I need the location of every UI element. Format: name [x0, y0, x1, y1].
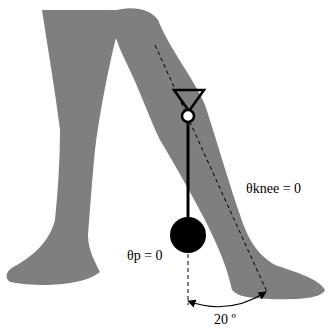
shank-axis [155, 45, 267, 292]
vertical-reference [188, 254, 189, 305]
pendulum-rod [187, 120, 190, 222]
pivot-support [174, 90, 204, 111]
front-leg [110, 8, 325, 299]
back-leg [7, 10, 118, 285]
angle-arc [188, 292, 266, 307]
pendulum-bob [170, 217, 206, 253]
pivot [182, 110, 194, 122]
pendulum-angle-label: θp = 0 [127, 249, 163, 263]
angle-value-label: 20 º [214, 313, 236, 327]
knee-angle-label: θknee = 0 [246, 182, 301, 196]
